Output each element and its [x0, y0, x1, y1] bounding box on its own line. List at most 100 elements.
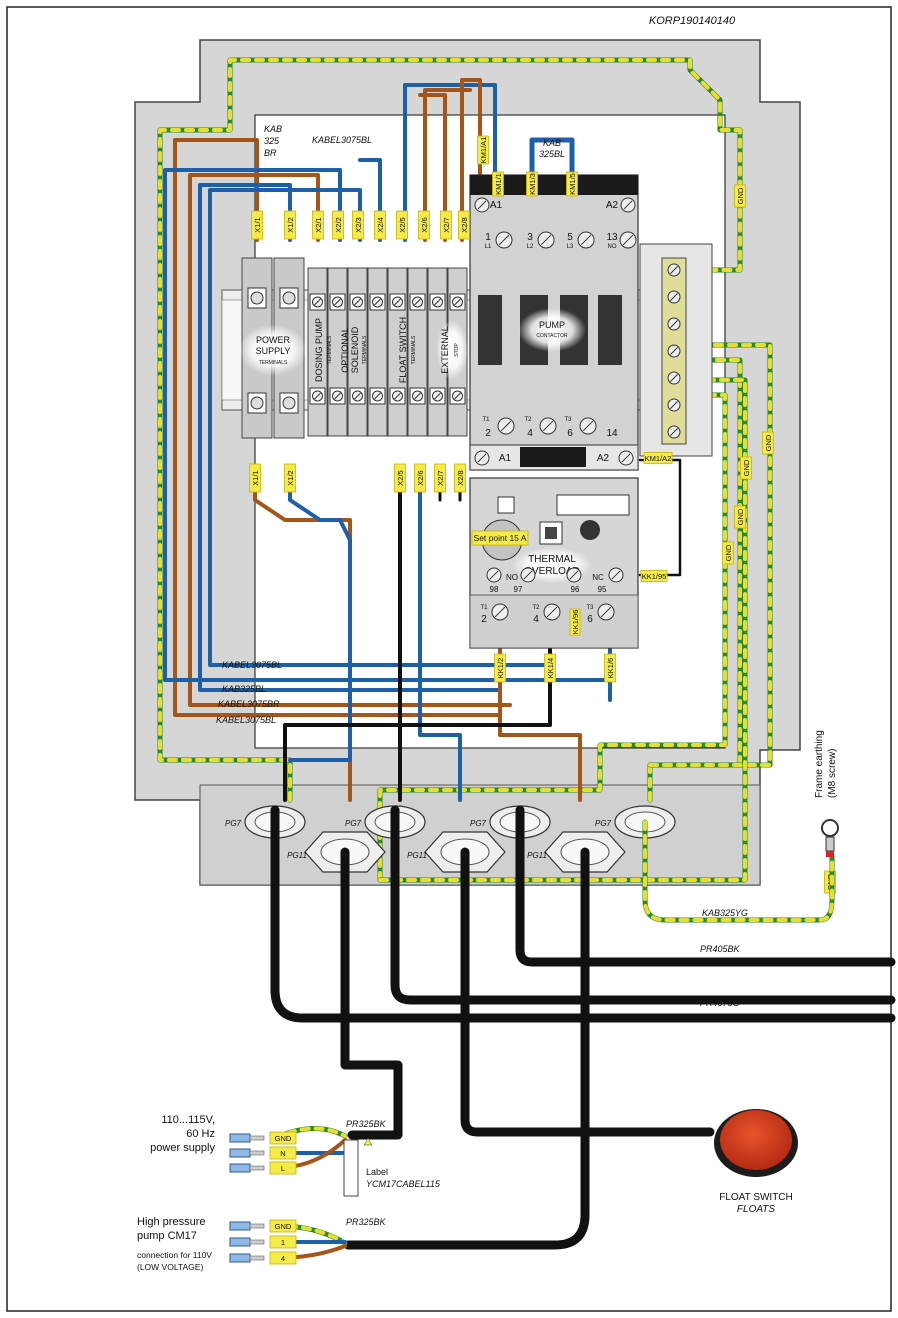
drawing-code: KORP190140140 — [649, 15, 736, 27]
gnd-wire-a — [378, 393, 727, 882]
bot-num-3: 6 — [567, 428, 573, 439]
earth-bar-screws — [667, 263, 681, 439]
supply-l-tag-bg — [269, 1161, 297, 1175]
pg7-label-1: PG7 — [225, 819, 242, 828]
supply-l-ferrule — [229, 1163, 251, 1173]
overload-title-2: OVERLOAD — [524, 566, 580, 577]
supply-l-tag: L — [269, 1161, 297, 1175]
tag-top-X2/7: X2/7 — [440, 210, 452, 240]
ol-out-num-3: 6 — [587, 614, 593, 625]
tag-gnd-3: GND — [740, 456, 752, 480]
tag-km1-1-bg — [492, 171, 504, 197]
small-block-top-screw-5-slot — [394, 298, 401, 306]
tag-km1-a2-bg — [643, 452, 673, 464]
tag-gnd-4-text: GND — [736, 508, 745, 525]
ol-out-label-2: T2 — [532, 605, 540, 611]
tag-kk-out-1-bg — [494, 653, 506, 683]
tag-bot-X1/2: X1/2 — [284, 463, 296, 493]
small-block-top-screw-8-slot — [454, 298, 461, 306]
bot-screw-3-slot — [582, 420, 594, 432]
tag-km1-a1: KM1/A1 — [477, 135, 489, 165]
tag-kk1-95-bg — [640, 570, 668, 582]
pump-gnd-tag: GND — [269, 1219, 297, 1233]
supply-gnd-ferrule — [229, 1133, 251, 1143]
external-cables — [270, 805, 896, 1260]
tag-top-X2/6-text: X2/6 — [420, 217, 429, 232]
pump-desc-2: pump CM17 — [137, 1230, 197, 1242]
pg7-label-3: PG7 — [470, 819, 487, 828]
pr405bk: PR405BK — [700, 944, 741, 954]
tag-km1-a1-bg — [477, 135, 489, 165]
ol-screw-4-slot — [611, 570, 621, 580]
tag-kk-out-1: KK1/2 — [494, 653, 506, 683]
power-terminals-label: POWER — [256, 335, 291, 345]
tag-bot-X1/2-text: X1/2 — [286, 470, 295, 485]
tag-top-X1/1-text: X1/1 — [253, 217, 262, 232]
gnd-wire-d — [378, 378, 747, 882]
tag-top-X2/4-text: X2/4 — [376, 217, 385, 232]
tag-bot-X2/5: X2/5 — [394, 463, 406, 493]
supply-gnd-tag-bg — [269, 1131, 297, 1145]
tag-gnd-5-bg — [722, 541, 734, 565]
pump-desc: High pressure — [137, 1216, 205, 1228]
br-wire-4 — [418, 93, 447, 242]
tag-gnd-3-bg — [740, 456, 752, 480]
tag-bot-X2/7: X2/7 — [434, 463, 446, 493]
tag-km1-a1-text: KM1/A1 — [479, 137, 488, 164]
set-point: Set point 15 A — [474, 533, 527, 543]
tag-top-X2/4-bg — [374, 210, 386, 240]
pump-1-tag-bg — [269, 1235, 297, 1249]
supply-l-tag-text: L — [281, 1164, 285, 1173]
cable-pr405bk — [515, 805, 896, 967]
tag-gnd-4-bg — [734, 505, 746, 529]
tag-kk1-95: KK1/95 — [640, 570, 668, 582]
supply-n-ferrule — [229, 1148, 251, 1158]
tag-kk-out-2: KK1/4 — [544, 653, 556, 683]
ol-out-screw-2-slot — [546, 606, 558, 618]
frame-earth-label: Frame earthing — [814, 730, 825, 798]
solenoid-label-2: SOLENOID — [350, 326, 360, 373]
supply-desc: 110...115V, — [161, 1114, 215, 1126]
tag-top-X2/7-bg — [440, 210, 452, 240]
top-screw-4-slot — [622, 234, 634, 246]
pump-note-2: (LOW VOLTAGE) — [137, 1262, 203, 1272]
cable-float — [460, 847, 715, 1137]
pg7-label-2: PG7 — [345, 819, 362, 828]
small-block-bot-screw-7-slot — [434, 392, 441, 400]
kab325yg: KAB325YG — [702, 908, 748, 918]
br-wire-3 — [423, 88, 472, 242]
supply-l-pin — [249, 1165, 265, 1171]
small-block-top-screw-4-slot — [374, 298, 381, 306]
tag-top-X1/1: X1/1 — [251, 210, 263, 240]
ol-nc: NC — [592, 573, 604, 582]
contactor-a2-bot: A2 — [597, 453, 610, 464]
tag-kk-out-3: KK1/6 — [604, 653, 616, 683]
gnd-ring-wire — [158, 58, 742, 802]
pump-4-tag-text: 4 — [281, 1254, 285, 1263]
cable-upper-1 — [390, 805, 896, 1005]
tag-top-X2/3-bg — [352, 210, 364, 240]
overload-title: THERMAL — [528, 554, 576, 565]
tag-top-X1/1-bg — [251, 210, 263, 240]
cable-pr4075g — [270, 805, 896, 1023]
tag-gnd-2-bg — [762, 431, 774, 455]
float-switch-title: FLOAT SWITCH — [719, 1192, 793, 1203]
screw-a1-top-slot — [477, 200, 487, 210]
pr4075g: PR4075G — [700, 998, 740, 1008]
small-block-bot-screw-6-slot — [414, 392, 421, 400]
supply-n-tag-bg — [269, 1146, 297, 1160]
tag-top-X2/3: X2/3 — [352, 210, 364, 240]
pump-gnd-tag-text: GND — [275, 1222, 292, 1231]
ol-out-num-1: 2 — [481, 614, 487, 625]
external-label-2: STOP — [454, 343, 460, 357]
tag-bot-X2/5-text: X2/5 — [396, 470, 405, 485]
float-switch-model: FLOATS — [737, 1204, 775, 1215]
tag-top-X2/6: X2/6 — [418, 210, 430, 240]
top-sub-2: L2 — [527, 244, 534, 250]
